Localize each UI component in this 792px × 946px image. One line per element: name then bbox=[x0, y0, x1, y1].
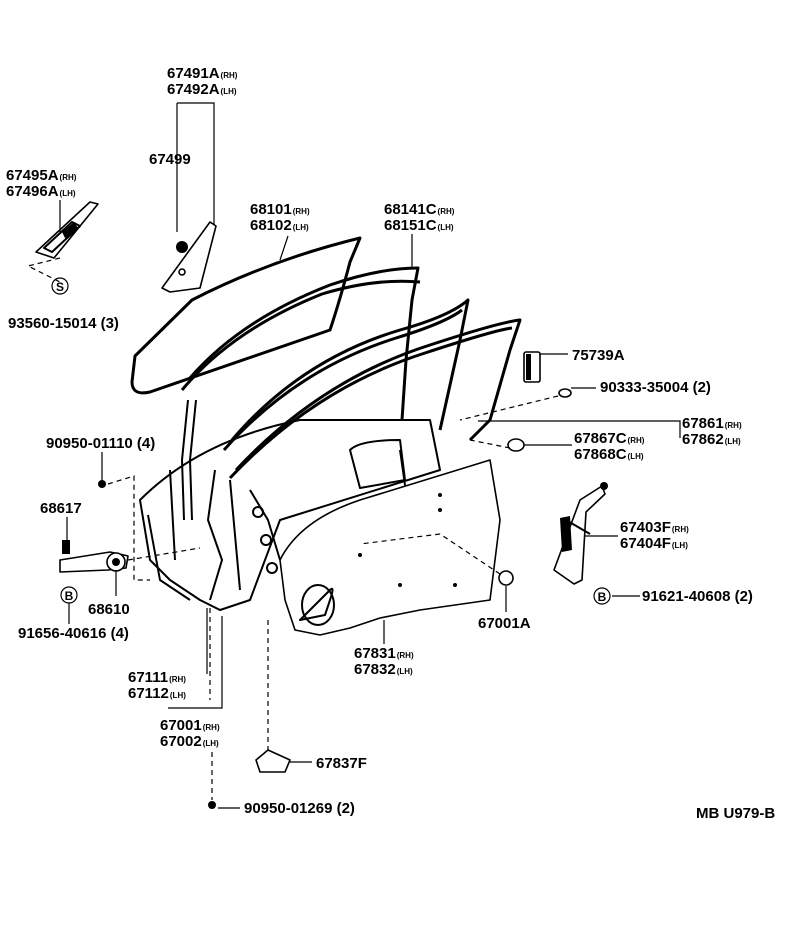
marker-s: S bbox=[51, 277, 69, 295]
label-67862: 67862(LH) bbox=[682, 431, 741, 448]
label-67001: 67001(RH) bbox=[160, 717, 220, 734]
label-90950-01269: 90950-01269 (2) bbox=[244, 800, 355, 817]
label-68102: 68102(LH) bbox=[250, 217, 309, 234]
glass-run-drawing bbox=[180, 266, 421, 521]
label-67499: 67499 bbox=[149, 151, 191, 168]
label-93560: 93560-15014 (3) bbox=[8, 315, 119, 332]
label-67867c: 67867C(RH) bbox=[574, 430, 645, 447]
label-68101: 68101(RH) bbox=[250, 201, 310, 218]
corner-garnish-drawing bbox=[35, 201, 99, 259]
part-labels: 67491A(RH) 67492A(LH) 67499 67495A(RH) 6… bbox=[6, 65, 775, 822]
label-67831: 67831(RH) bbox=[354, 645, 414, 662]
label-67495a: 67495A(RH) bbox=[6, 167, 77, 184]
label-90333: 90333-35004 (2) bbox=[600, 379, 711, 396]
label-91621: 91621-40608 (2) bbox=[642, 588, 753, 605]
door-glass-drawing bbox=[130, 236, 362, 395]
svg-text:B: B bbox=[65, 589, 74, 603]
label-75739a: 75739A bbox=[572, 347, 625, 364]
diagram-code: MB U979-B bbox=[696, 805, 775, 822]
label-67112: 67112(LH) bbox=[128, 685, 186, 702]
belt-moulding-drawing bbox=[523, 351, 541, 383]
regulator-drawing bbox=[553, 482, 608, 585]
door-shell-drawing bbox=[139, 419, 441, 611]
marker-b-right: B bbox=[593, 587, 611, 605]
stopper-drawing bbox=[255, 749, 291, 773]
plug-icon bbox=[498, 570, 514, 586]
label-67832: 67832(LH) bbox=[354, 661, 413, 678]
label-68151c: 68151C(LH) bbox=[384, 217, 454, 234]
label-67403f: 67403F(RH) bbox=[620, 519, 689, 536]
label-67002: 67002(LH) bbox=[160, 733, 219, 750]
grommet-icon bbox=[558, 388, 572, 398]
handle-bracket-icon bbox=[507, 438, 525, 452]
label-67404f: 67404F(LH) bbox=[620, 535, 688, 552]
weatherstrip-drawing bbox=[222, 298, 522, 480]
door-panel-drawing bbox=[279, 459, 501, 636]
label-68617: 68617 bbox=[40, 500, 82, 517]
label-68610: 68610 bbox=[88, 601, 130, 618]
svg-text:S: S bbox=[56, 280, 64, 294]
label-67837f: 67837F bbox=[316, 755, 367, 772]
pillar-garnish-drawing bbox=[161, 221, 217, 293]
label-67001a: 67001A bbox=[478, 615, 531, 632]
hinge-drawing bbox=[59, 540, 129, 573]
screw-icon bbox=[208, 801, 216, 809]
svg-text:B: B bbox=[598, 590, 607, 604]
label-67868c: 67868C(LH) bbox=[574, 446, 644, 463]
label-91656: 91656-40616 (4) bbox=[18, 625, 129, 642]
leader-lines bbox=[26, 102, 681, 809]
marker-b-left: B bbox=[60, 586, 78, 604]
label-67861: 67861(RH) bbox=[682, 415, 742, 432]
label-67491a: 67491A(RH) bbox=[167, 65, 238, 82]
label-67492a: 67492A(LH) bbox=[167, 81, 237, 98]
label-67496a: 67496A(LH) bbox=[6, 183, 76, 200]
clip-icon bbox=[98, 480, 106, 488]
label-68141c: 68141C(RH) bbox=[384, 201, 455, 218]
label-90950-01110: 90950-01110 (4) bbox=[46, 435, 155, 452]
label-67111: 67111(RH) bbox=[128, 669, 186, 686]
